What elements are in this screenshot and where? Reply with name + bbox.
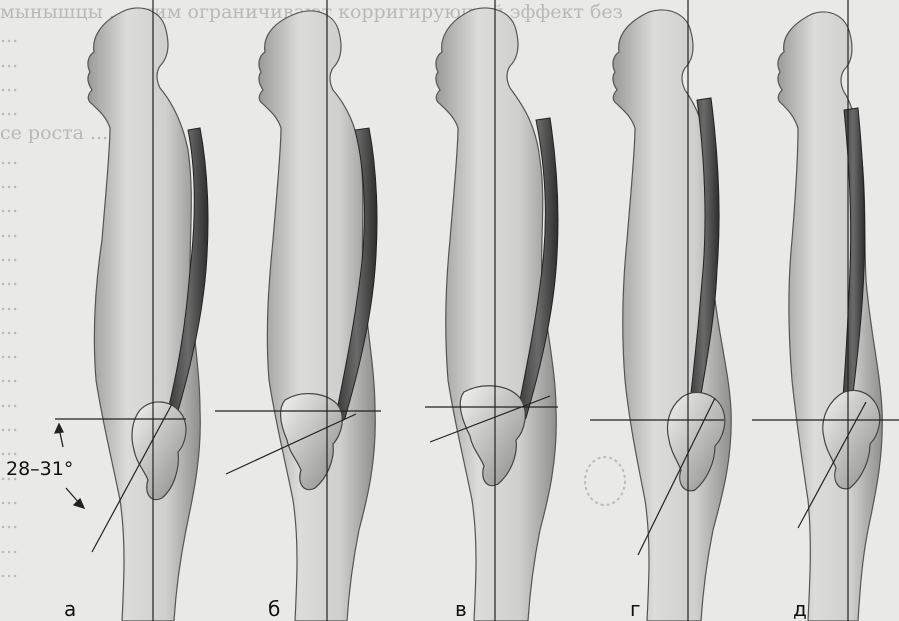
figure-v	[436, 8, 558, 621]
angle-label: 28–31°	[6, 458, 73, 480]
smudge-mark	[585, 457, 625, 505]
panel-label-a: а	[64, 599, 76, 619]
figure-b	[259, 11, 377, 621]
figure-g	[613, 10, 731, 621]
panel-label-v: в	[455, 599, 467, 619]
panel-label-d: д	[793, 599, 807, 619]
panel-label-b: б	[268, 599, 280, 619]
figure-a	[88, 8, 208, 621]
panel-label-g: г	[630, 599, 641, 619]
figure-d	[778, 12, 882, 621]
